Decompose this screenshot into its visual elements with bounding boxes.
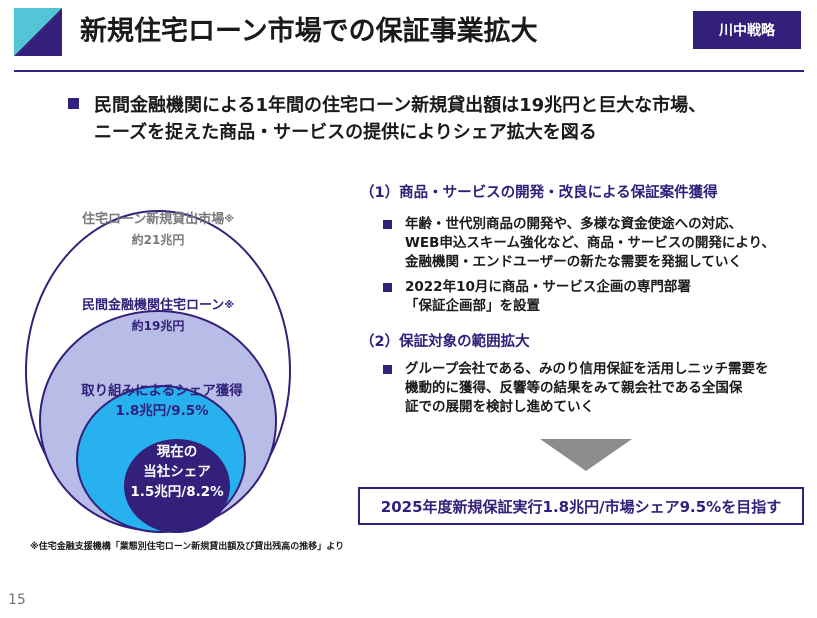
title-divider [14, 70, 804, 72]
circles-graphic [25, 210, 291, 533]
market-outer-note-mark: ※ [224, 214, 235, 225]
bullet-line: グループ会社である、みのり信用保証を活用しニッチ需要を [405, 361, 769, 377]
square-bullet-icon [383, 365, 392, 374]
lead-statement: 民間金融機関による1年間の住宅ローン新規貸出額は19兆円と巨大な市場、 ニーズを… [68, 92, 808, 146]
source-footnote: ※住宅金融支援機構「業態別住宅ローン新規貸出額及び貸出残高の推移」より [30, 542, 345, 552]
lead-line-2: ニーズを捉えた商品・サービスの提供によりシェア拡大を図る [94, 122, 597, 143]
section-1-bullet-2: 2022年10月に商品・サービス企画の専門部署 「保証企画部」を設置 [383, 278, 793, 316]
bullet-line: 年齢・世代別商品の開発や、多様な資金使途への対応、 [405, 216, 743, 232]
section-1-bullet-1: 年齢・世代別商品の開発や、多様な資金使途への対応、 WEB申込スキーム強化など、… [383, 215, 793, 272]
share-gain-value: 1.8兆円/9.5% [115, 403, 209, 419]
target-goal-box: 2025年度新規保証実行1.8兆円/市場シェア9.5%を目指す [358, 487, 804, 525]
share-gain-label: 取り組みによるシェア獲得 [81, 383, 243, 399]
page-title: 新規住宅ローン市場での保証事業拡大 [80, 16, 538, 47]
current-share-line-1: 現在の [156, 444, 198, 460]
lead-line-1: 民間金融機関による1年間の住宅ローン新規貸出額は19兆円と巨大な市場、 [94, 95, 707, 116]
section-2-heading: （2）保証対象の範囲拡大 [360, 334, 530, 350]
private-loan-value: 約19兆円 [131, 319, 185, 333]
page-number: 15 [8, 592, 26, 608]
square-bullet-icon [383, 220, 392, 229]
current-share-label-block: 現在の 当社シェア 1.5兆円/8.2% [127, 442, 227, 502]
current-share-circle [124, 439, 230, 533]
market-outer-label-block: 住宅ローン新規貸出市場※ 約21兆円 [58, 210, 258, 250]
share-gain-label-block: 取り組みによるシェア獲得 1.8兆円/9.5% [76, 381, 248, 421]
current-share-line-2: 当社シェア [143, 464, 211, 480]
strategy-badge: 川中戦略 [693, 11, 801, 49]
bullet-line: 金融機関・エンドユーザーの新たな需要を発掘していく [405, 254, 742, 270]
down-arrow-icon [540, 439, 632, 471]
current-share-value: 1.5兆円/8.2% [130, 484, 224, 500]
bullet-line: 証での展開を検討し進めていく [405, 399, 594, 415]
private-loan-note-mark: ※ [224, 300, 235, 311]
bullet-line: WEB申込スキーム強化など、商品・サービスの開発により、 [405, 235, 776, 251]
square-bullet-icon [68, 98, 79, 109]
logo-icon [14, 8, 62, 56]
private-loan-label: 民間金融機関住宅ローン [81, 298, 225, 313]
section-1-heading: （1）商品・サービスの開発・改良による保証案件獲得 [360, 185, 718, 201]
market-outer-label: 住宅ローン新規貸出市場 [81, 212, 225, 227]
bullet-line: 機動的に獲得、反響等の結果をみて親会社である全国保 [405, 380, 743, 396]
square-bullet-icon [383, 283, 392, 292]
market-outer-value: 約21兆円 [131, 233, 185, 247]
bullet-line: 「保証企画部」を設置 [405, 298, 540, 314]
section-2-bullet-1: グループ会社である、みのり信用保証を活用しニッチ需要を 機動的に獲得、反響等の結… [383, 360, 793, 417]
private-loan-label-block: 民間金融機関住宅ローン※ 約19兆円 [58, 296, 258, 336]
market-share-circles: 住宅ローン新規貸出市場※ 約21兆円 民間金融機関住宅ローン※ 約19兆円 取り… [22, 190, 322, 540]
bullet-line: 2022年10月に商品・サービス企画の専門部署 [405, 279, 691, 295]
